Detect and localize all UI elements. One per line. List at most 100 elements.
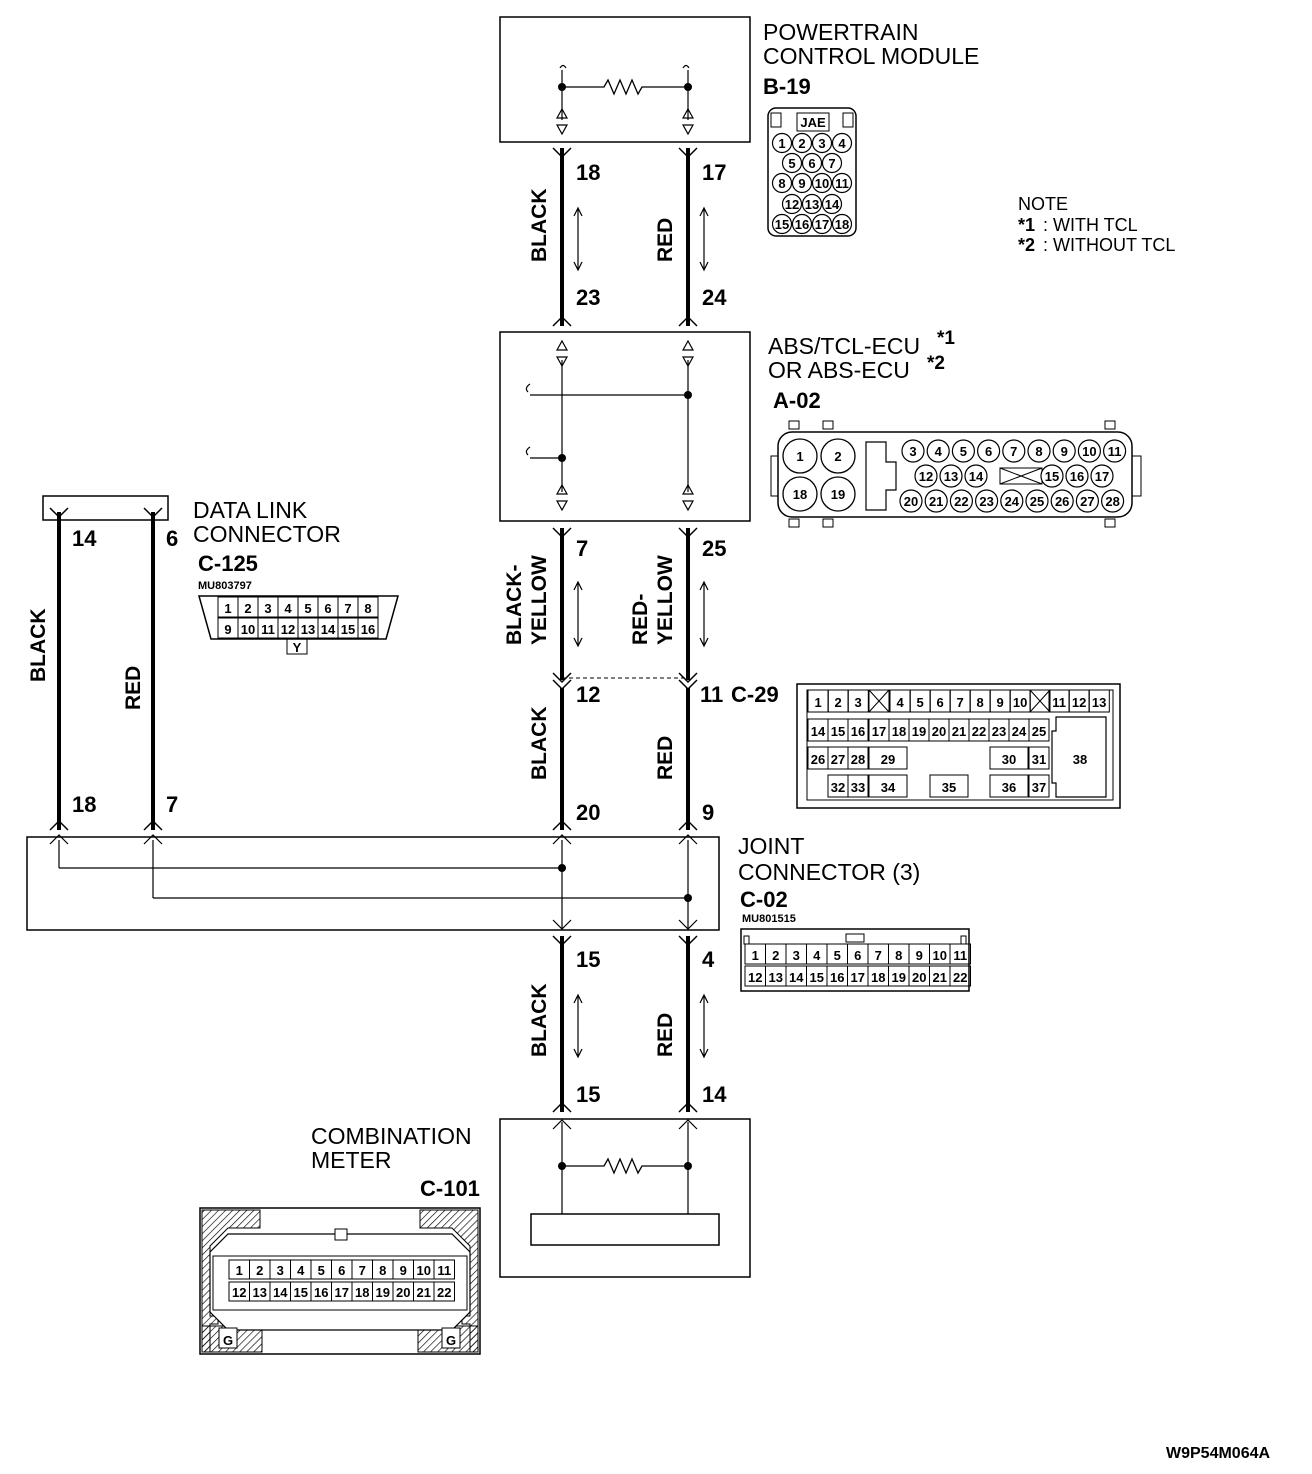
pin-number: 2 [798, 136, 805, 151]
pcm-title-1: POWERTRAIN [763, 19, 918, 45]
pin-number: 2 [244, 601, 251, 616]
pin-number: 19 [376, 1285, 390, 1300]
pin-number: 9 [916, 948, 923, 963]
pin-label: 23 [576, 285, 600, 310]
signal-direction-icon [573, 993, 583, 1059]
pin-number: 19 [912, 724, 926, 739]
pin-cell [357, 617, 379, 639]
pin-number: 5 [834, 948, 841, 963]
pin-number: 27 [831, 752, 845, 767]
wire-color-label: BLACK- [503, 565, 526, 645]
pin-number: 22 [954, 494, 968, 509]
signal-direction-icon [699, 206, 709, 272]
pin-number: 13 [944, 469, 958, 484]
pin-number: 14 [273, 1285, 288, 1300]
wire-color-label: BLACK [528, 984, 551, 1058]
abs-title-2: OR ABS-ECU [768, 357, 910, 383]
connector-brand-tag: JAE [800, 115, 826, 130]
wire-segment-c29-joint: 20 9 BLACK RED [528, 688, 714, 831]
pin-number: 3 [793, 948, 800, 963]
pin-number: 21 [929, 494, 943, 509]
pin-number: 36 [1002, 780, 1016, 795]
pin-cell [811, 132, 833, 154]
pin-cell [781, 152, 803, 174]
pin-number: 16 [314, 1285, 328, 1300]
pin-number: 15 [775, 217, 789, 232]
pin-cell [939, 464, 963, 488]
pin-number: 12 [785, 197, 799, 212]
wire-color-label: RED [654, 736, 677, 780]
signal-direction-icon [573, 206, 583, 272]
pin-cell [1090, 464, 1114, 488]
terminating-resistor-icon [562, 1157, 688, 1175]
pin-number: 25 [1032, 724, 1046, 739]
pin-cell [989, 774, 1029, 798]
pin-label: 18 [72, 792, 96, 817]
pin-cell [847, 774, 869, 798]
pin-number: 14 [321, 622, 336, 637]
pin-number: 6 [808, 156, 815, 171]
joint-title-1: JOINT [738, 833, 804, 859]
wire-color-label: RED [654, 1013, 677, 1057]
pin-cell [1025, 489, 1049, 513]
pin-cell [1075, 489, 1100, 513]
dlc-connector-id: C-125 [198, 551, 258, 576]
pin-number: 3 [909, 444, 916, 459]
pin-cell [782, 438, 818, 474]
pin-number: 8 [1035, 444, 1042, 459]
pin-label: 17 [702, 160, 726, 185]
pin-cell [949, 943, 971, 965]
pin-cell [868, 746, 908, 770]
pin-number: 15 [294, 1285, 308, 1300]
pin-number: 1 [778, 136, 785, 151]
pin-number: 32 [831, 780, 845, 795]
pin-label: 14 [702, 1082, 727, 1107]
pin-cell [821, 152, 843, 174]
pin-number: 26 [811, 752, 825, 767]
pin-cell [847, 746, 869, 770]
pin-number: 1 [796, 449, 803, 464]
pin-cell [1000, 489, 1024, 513]
pin-number: 6 [854, 948, 861, 963]
wire-segment-joint-meter: 15 4 15 14 BLACK RED [528, 935, 727, 1113]
pin-number: 8 [895, 948, 902, 963]
pin-number: 4 [897, 695, 905, 710]
pin-number: 20 [904, 494, 918, 509]
pin-number: 12 [232, 1285, 246, 1300]
wire-color-label: RED [122, 666, 145, 710]
pin-cell [1088, 689, 1110, 713]
ground-terminal-label: G [446, 1333, 456, 1348]
pin-number: 8 [364, 601, 371, 616]
pin-number: 1 [236, 1263, 243, 1278]
pin-cell [357, 596, 379, 618]
pin-cell [964, 464, 988, 488]
pin-number: 14 [789, 970, 804, 985]
note-text-2: : WITHOUT TCL [1043, 235, 1175, 255]
pin-number: 38 [1073, 752, 1087, 767]
note-star-2: *2 [1018, 235, 1035, 255]
pin-cell [949, 489, 974, 513]
abs-title-1: ABS/TCL-ECU [768, 333, 920, 359]
pin-cell [831, 213, 853, 235]
ground-terminal-label: G [223, 1333, 233, 1348]
pin-number: 22 [437, 1285, 451, 1300]
pin-number: 20 [912, 970, 926, 985]
pin-number: 20 [396, 1285, 410, 1300]
pin-cell [976, 439, 1001, 463]
pin-cell [1028, 774, 1050, 798]
joint-connector-id: C-02 [740, 887, 788, 912]
pin-number: 12 [748, 970, 762, 985]
abs-connector-id: A-02 [773, 388, 821, 413]
pin-number: 18 [355, 1285, 369, 1300]
pin-label: 9 [702, 800, 714, 825]
pin-number: 5 [960, 444, 967, 459]
pin-cell [1065, 464, 1089, 488]
pin-number: 31 [1032, 752, 1046, 767]
pin-cell [926, 439, 950, 463]
pin-number: 1 [224, 601, 231, 616]
note-star-1: *1 [1018, 215, 1035, 235]
pin-number: 7 [875, 948, 882, 963]
pin-cell [949, 965, 971, 987]
